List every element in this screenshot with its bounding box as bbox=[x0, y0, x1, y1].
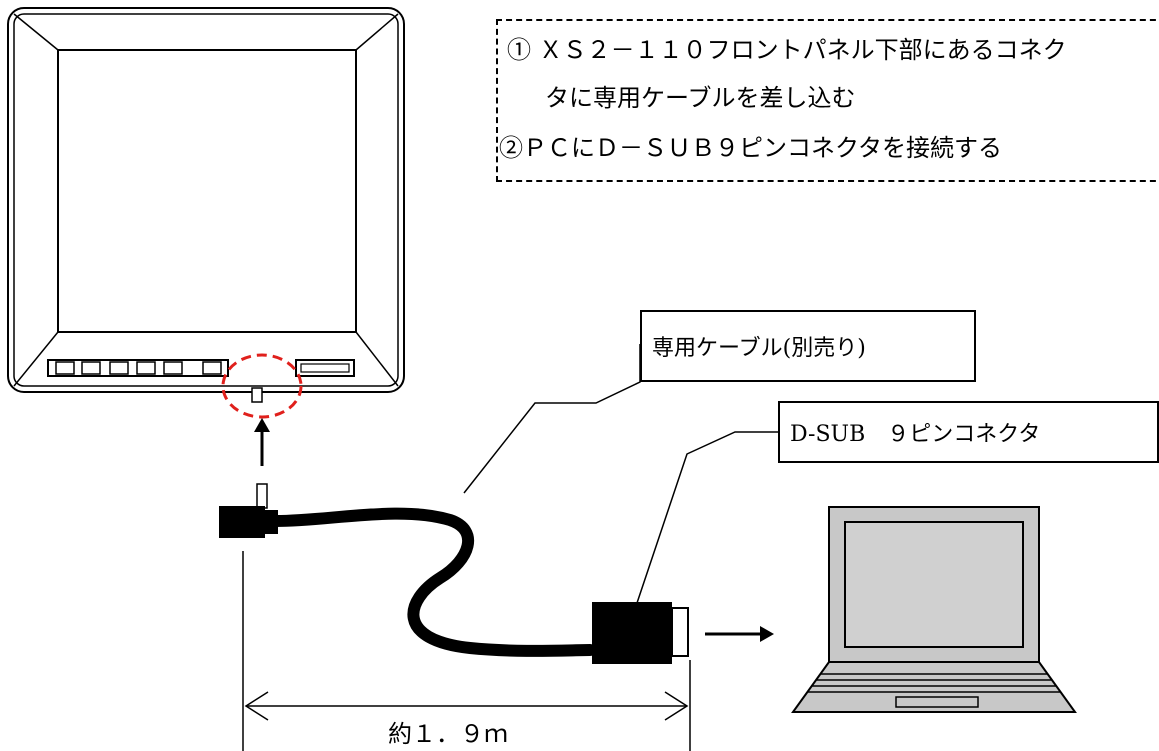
highlight-circle bbox=[221, 353, 303, 419]
instruction-step-1: ① ＸＳ２－１１０フロントパネル下部にあるコネク bbox=[507, 36, 1067, 64]
device-connector-port bbox=[251, 387, 263, 403]
length-label: 約１．９ｍ bbox=[388, 720, 508, 748]
instruction-step-1-continued: タに専用ケーブルを差し込む bbox=[545, 84, 856, 112]
cable-leader-line bbox=[463, 344, 641, 494]
laptop-screen bbox=[844, 521, 1024, 648]
dsub-connector bbox=[592, 602, 672, 664]
device-keypad bbox=[47, 359, 229, 377]
laptop-pc bbox=[791, 506, 1077, 713]
connector-label: D-SUB ９ピンコネクタ bbox=[778, 401, 1159, 463]
cable-label: 専用ケーブル(別売り) bbox=[640, 310, 976, 382]
connector-leader-line bbox=[636, 431, 780, 604]
device-screen bbox=[57, 49, 357, 333]
instruction-box bbox=[496, 19, 1159, 182]
device-front-panel bbox=[7, 7, 405, 419]
to-pc-arrow bbox=[705, 626, 774, 642]
length-dimension bbox=[242, 551, 691, 751]
instruction-step-2: ②ＰＣにＤ－ＳＵＢ９ピンコネクタを接続する bbox=[499, 134, 1003, 162]
dedicated-cable bbox=[219, 483, 689, 664]
insert-arrow bbox=[254, 418, 270, 466]
